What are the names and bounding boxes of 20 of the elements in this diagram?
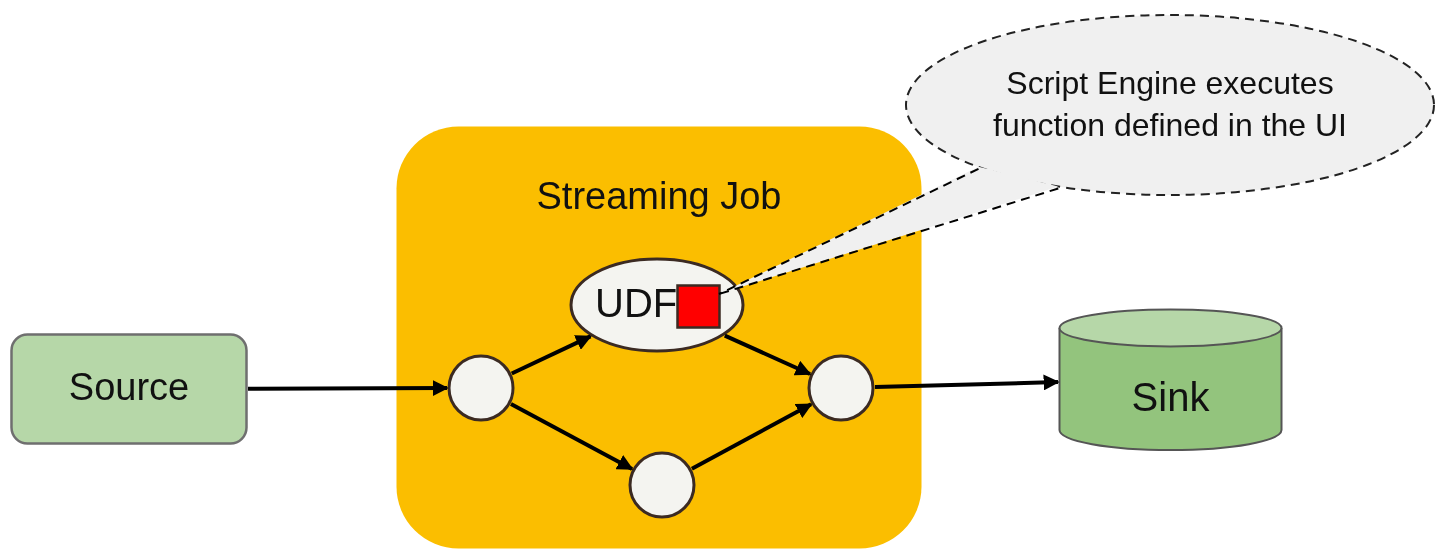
circle-node	[628, 451, 696, 519]
callout-text: Script Engine executes function defined in the UI	[992, 64, 1348, 145]
group-box	[395, 125, 923, 550]
arrow	[874, 374, 1060, 391]
arrow	[510, 402, 634, 471]
marker-square	[676, 284, 721, 329]
node-label: Source	[67, 366, 191, 410]
callout-pointer	[718, 166, 1060, 295]
database-cylinder	[1058, 308, 1283, 450]
arrow	[690, 402, 813, 471]
process-box	[10, 333, 248, 445]
node-label: UDF	[595, 281, 678, 326]
group-title: Streaming Job	[535, 175, 783, 218]
ellipse-node	[569, 257, 745, 353]
arrow	[248, 380, 449, 397]
arrow	[724, 333, 812, 376]
circle-node	[447, 354, 515, 422]
arrow	[510, 334, 592, 376]
circle-node	[807, 354, 875, 422]
node-label: Sink	[1130, 375, 1211, 420]
